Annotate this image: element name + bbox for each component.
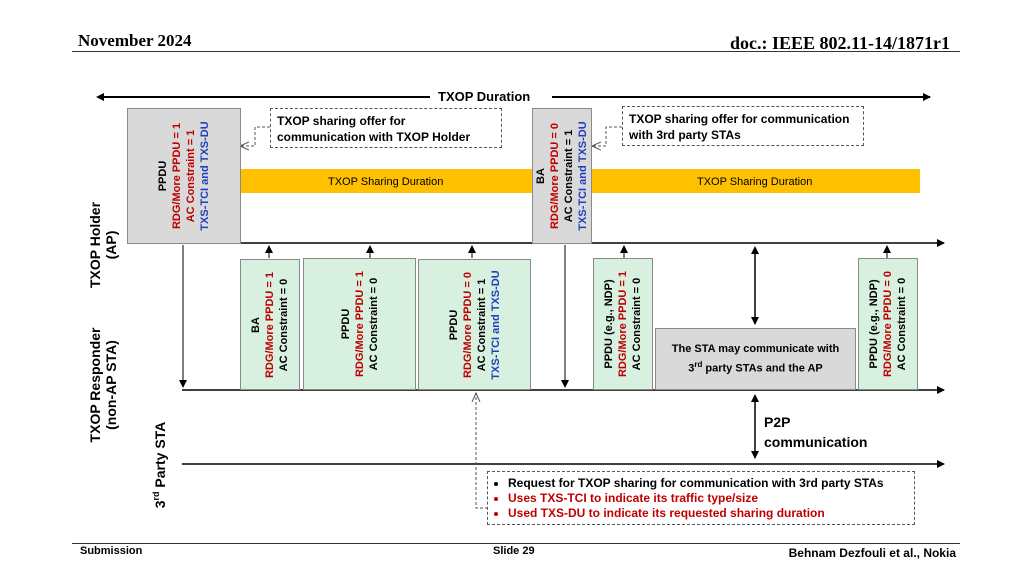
sharing-band-2-label: TXOP Sharing Duration <box>697 176 813 188</box>
request-list: Request for TXOP sharing for communicati… <box>494 476 908 521</box>
callout-connector-holder <box>240 126 270 146</box>
request-item: Request for TXOP sharing for communicati… <box>508 476 908 491</box>
footer-submission: Submission <box>80 545 143 557</box>
callout-connector-third <box>592 126 622 146</box>
footer-author: Behnam Dezfouli et al., Nokia <box>788 546 956 560</box>
header-date: November 2024 <box>78 31 192 50</box>
callout-connector-request <box>476 393 488 509</box>
sharing-band-1-label: TXOP Sharing Duration <box>328 176 444 188</box>
sta-ndp1-frame: PPDU (e.g., NDP) RDG/More PPDU = 1 AC Co… <box>593 258 653 390</box>
sta-ndp1-frame-text: PPDU (e.g., NDP) RDG/More PPDU = 1 AC Co… <box>603 270 643 378</box>
sta-ppdu2-frame: PPDU RDG/More PPDU = 0 AC Constraint = 1… <box>418 259 531 390</box>
row-label-third-party: 3rd Party STA <box>151 421 168 509</box>
sta-ba-frame: BA RDG/More PPDU = 1 AC Constraint = 0 <box>240 259 300 390</box>
request-callout: Request for TXOP sharing for communicati… <box>487 471 915 525</box>
offer-holder-callout: TXOP sharing offer for communication wit… <box>270 108 502 148</box>
sta-ba-frame-text: BA RDG/More PPDU = 1 AC Constraint = 0 <box>250 271 290 378</box>
sta-note-line2: 3rd party STAs and the AP <box>688 360 823 375</box>
sta-communicate-note: The STA may communicate with 3rd party S… <box>655 328 856 390</box>
sharing-band-1 <box>241 169 533 193</box>
sharing-band-2 <box>592 169 920 193</box>
p2p-label: P2P communication <box>764 414 868 450</box>
sta-ppdu1-frame-text: PPDU RDG/More PPDU = 1 AC Constraint = 0 <box>339 270 380 378</box>
offer-third-callout: TXOP sharing offer for communication wit… <box>622 106 864 146</box>
ap-ba-frame: BA RDG/More PPDU = 0 AC Constraint = 1 T… <box>532 108 592 244</box>
request-item: Used TXS-DU to indicate its requested sh… <box>508 506 908 521</box>
footer-divider <box>72 543 960 544</box>
row-label-holder: TXOP Holder (AP) <box>87 201 119 289</box>
row-label-responder: TXOP Responder (non-AP STA) <box>87 327 119 443</box>
header-doc-id: doc.: IEEE 802.11-14/1871r1 <box>729 33 950 53</box>
sta-ppdu1-frame: PPDU RDG/More PPDU = 1 AC Constraint = 0 <box>303 258 416 390</box>
footer-slide-number: Slide 29 <box>493 545 535 557</box>
header-divider <box>72 51 960 52</box>
request-item: Uses TXS-TCI to indicate its traffic typ… <box>508 491 908 506</box>
ap-ba-frame-text: BA RDG/More PPDU = 0 AC Constraint = 1 T… <box>535 121 589 231</box>
ap-ppdu-frame: PPDU RDG/More PPDU = 1 AC Constraint = 1… <box>127 108 241 244</box>
sta-ndp2-frame-text: PPDU (e.g., NDP) RDG/More PPDU = 0 AC Co… <box>868 270 908 378</box>
sta-ppdu2-frame-text: PPDU RDG/More PPDU = 0 AC Constraint = 1… <box>447 269 502 380</box>
sta-ndp2-frame: PPDU (e.g., NDP) RDG/More PPDU = 0 AC Co… <box>858 258 918 390</box>
ap-ppdu-frame-text: PPDU RDG/More PPDU = 1 AC Constraint = 1… <box>157 121 211 231</box>
txop-duration-label: TXOP Duration <box>438 89 531 104</box>
